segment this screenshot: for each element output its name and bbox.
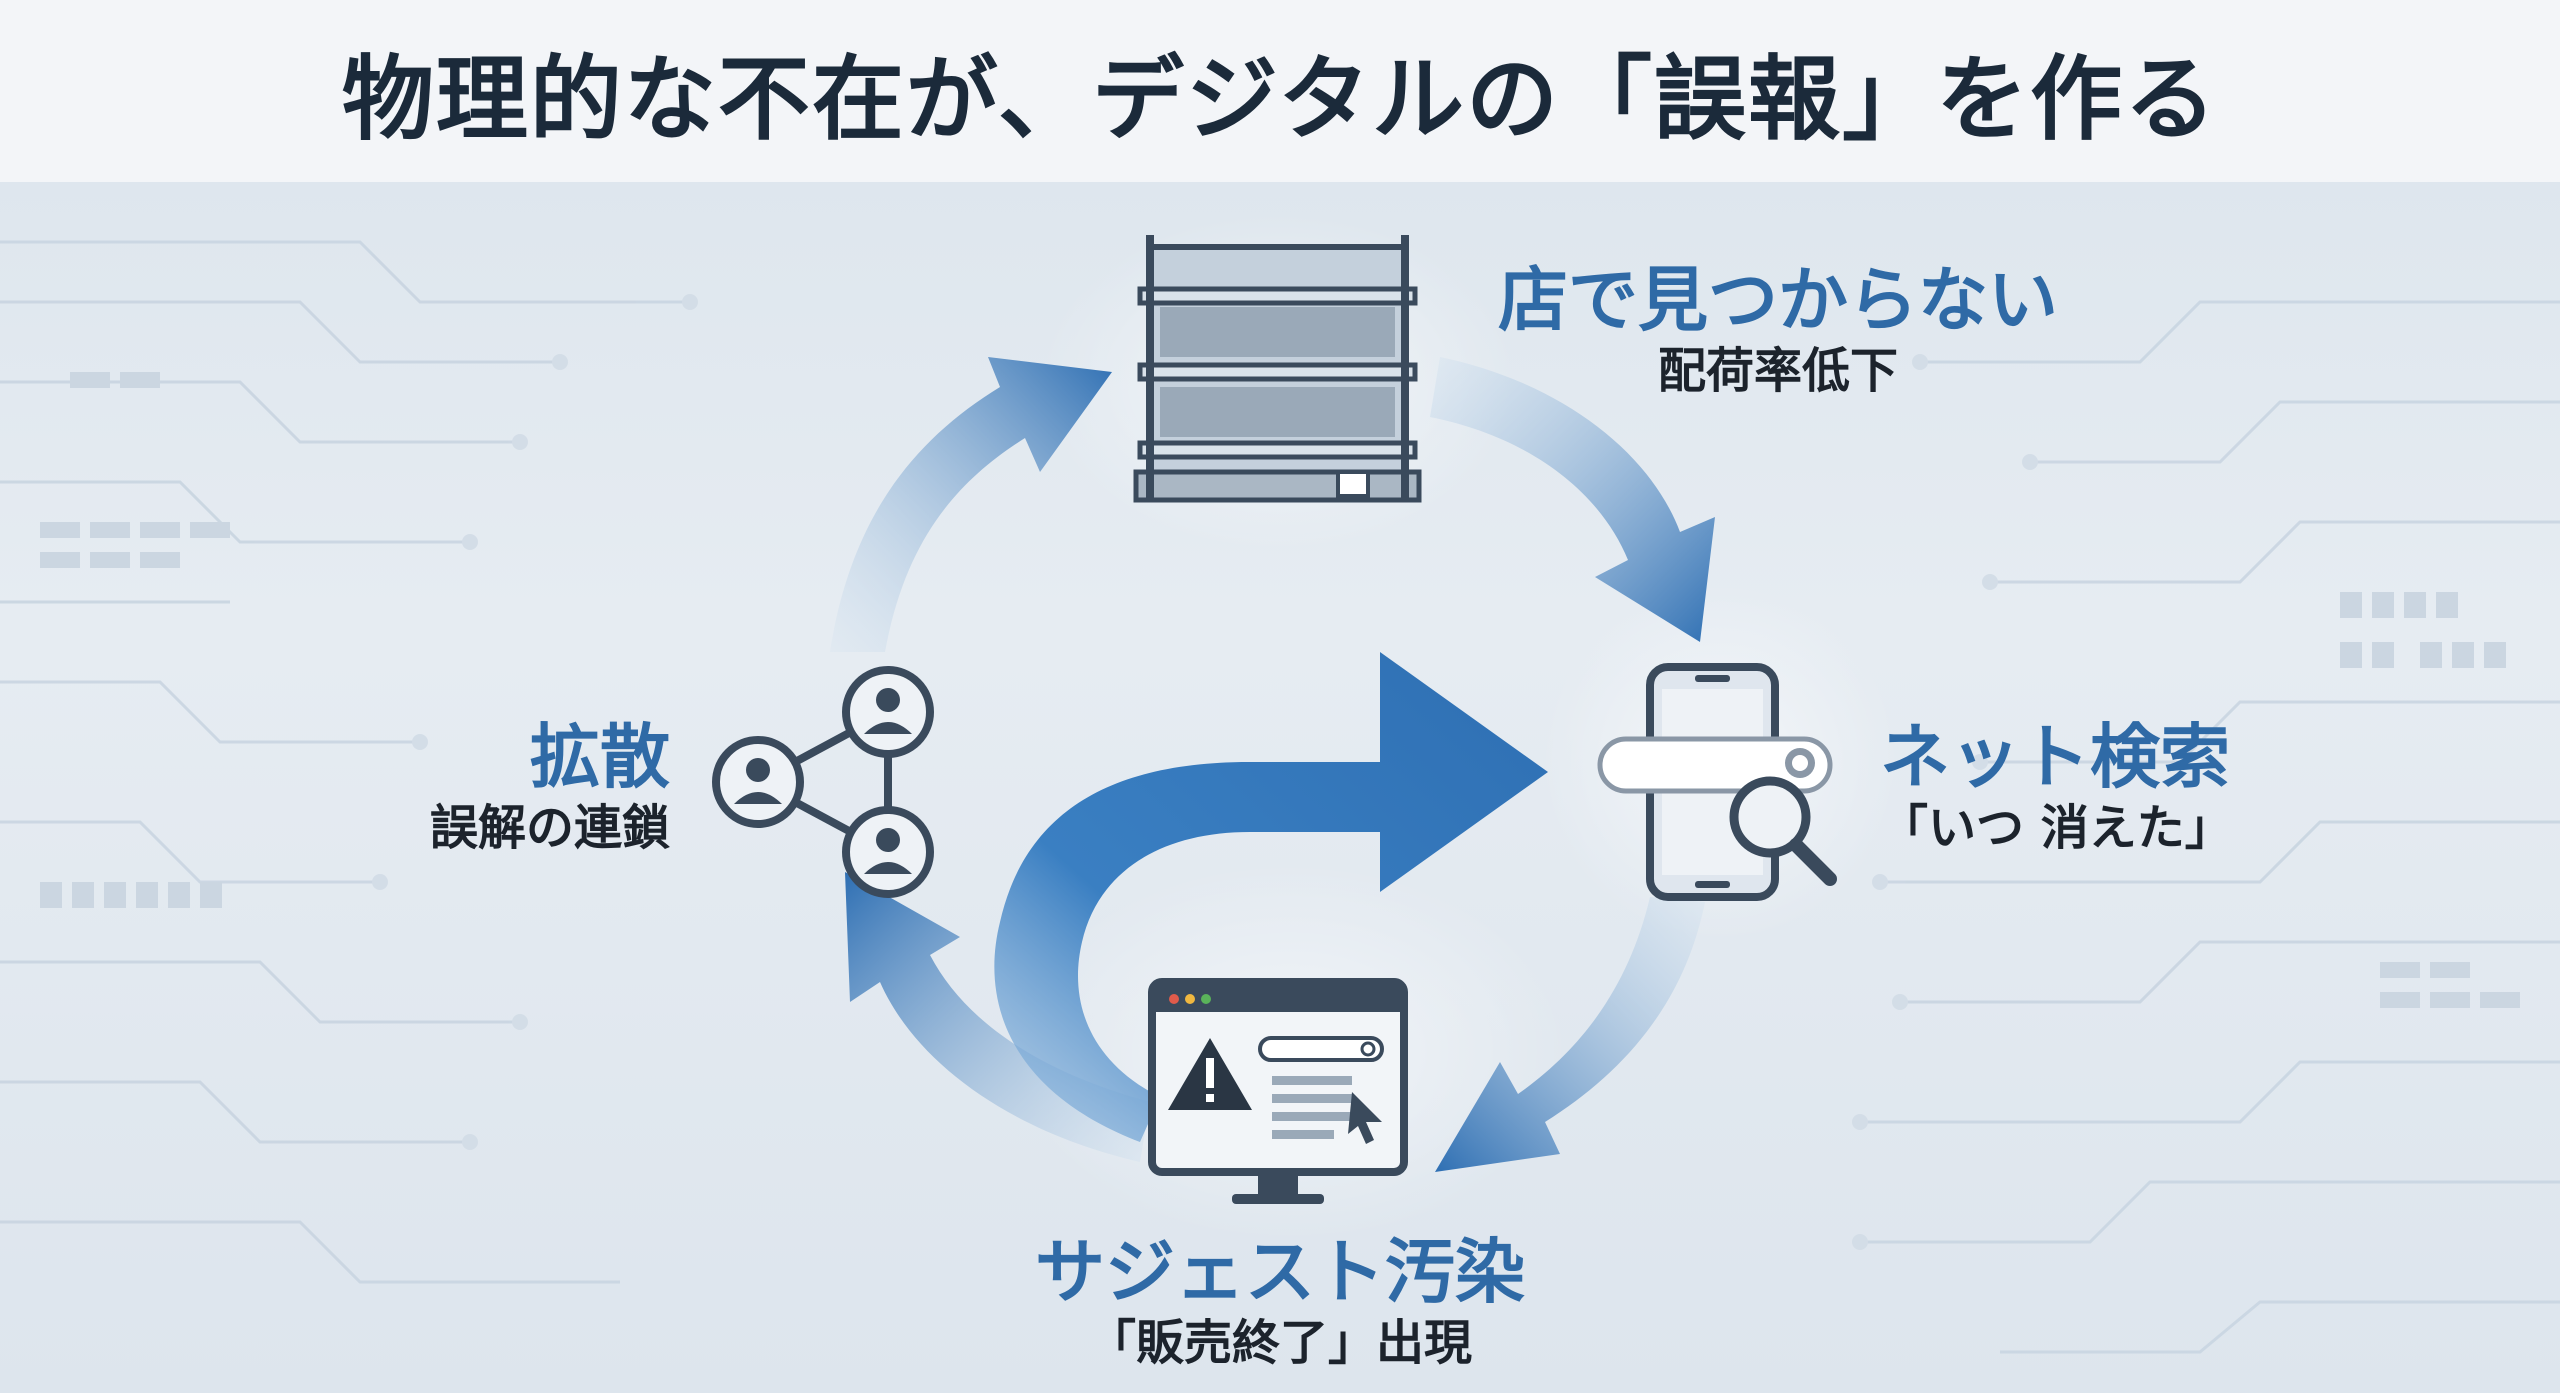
title-bar: 物理的な不在が、デジタルの「誤報」を作る [0,0,2560,182]
user-node-bottom [842,806,934,898]
warning-monitor-icon [1148,978,1408,1204]
arrow-left-to-top [830,357,1112,652]
node-right-label: ネット検索 「いつ 消えた」 [1880,717,2233,858]
circuit-nodes [372,294,2038,1250]
user-node-left [712,736,804,828]
node-left-label: 拡散 誤解の連鎖 [300,717,670,858]
node-top-title: 店で見つからない [1498,259,2058,341]
node-top-label: 店で見つからない 配荷率低下 [1498,260,2058,401]
node-bottom-label: サジェスト汚染 「販売終了」出現 [980,1232,1580,1373]
node-bottom-subtitle: 「販売終了」出現 [1087,1314,1472,1371]
node-left-title: 拡散 [530,716,670,798]
node-bottom-title: サジェスト汚染 [1035,1231,1525,1313]
node-right-title: ネット検索 [1880,716,2230,798]
cycle-arrows [830,357,1715,1172]
share-network-icon [712,666,934,898]
arrow-right-to-bottom [1435,897,1705,1172]
page-title: 物理的な不在が、デジタルの「誤報」を作る [341,45,2219,153]
circuit-background [0,240,2560,1354]
node-top-subtitle: 配荷率低下 [1658,342,1899,399]
node-right-subtitle: 「いつ 消えた」 [1880,799,2233,856]
arrow-top-to-right [1430,357,1715,642]
diagram-canvas [0,212,2560,1354]
arrow-central-loop [994,652,1548,1142]
node-left-subtitle: 誤解の連鎖 [429,799,670,856]
user-node-top [842,666,934,758]
smartphone-search-icon [1597,663,1837,901]
empty-shelf-icon [1133,235,1422,503]
circuit-blocks [40,372,2520,1008]
cycle-diagram: 店で見つからない 配荷率低下 ネット検索 「いつ 消えた」 サジェスト汚染 「販… [0,182,2560,1393]
